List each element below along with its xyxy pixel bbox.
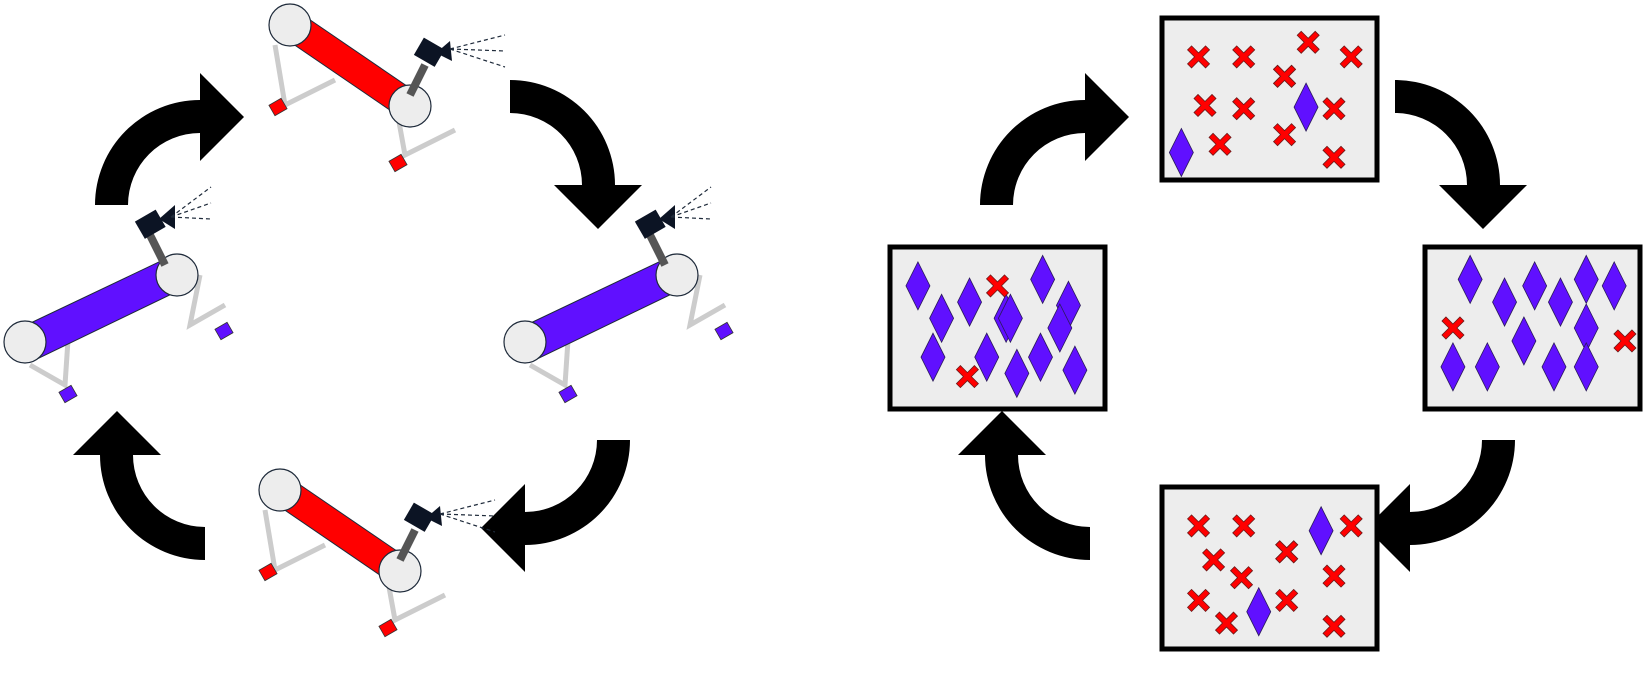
curved-arrow-icon (510, 80, 642, 229)
tripod-tube-device-icon (268, 3, 506, 173)
tripod-tube-device-icon (3, 186, 234, 404)
camera-icon (134, 186, 212, 239)
curved-arrow-icon (1395, 80, 1527, 229)
curved-arrow-icon (481, 440, 630, 572)
marker-panel-right (1422, 244, 1643, 412)
marker-panel-bottom (1159, 484, 1380, 652)
right-cycle (887, 15, 1643, 652)
tripod-tube-device-icon (503, 186, 734, 404)
camera-icon (413, 34, 506, 68)
tripod-tube-device-icon (258, 468, 496, 638)
marker-panel-left (887, 244, 1108, 412)
marker-panel-top (1159, 15, 1380, 183)
curved-arrow-icon (73, 411, 205, 560)
curved-arrow-icon (1366, 440, 1515, 572)
camera-icon (634, 186, 712, 239)
curved-arrow-icon (980, 73, 1129, 205)
curved-arrow-icon (95, 73, 244, 205)
camera-icon (403, 499, 496, 533)
left-cycle (3, 3, 734, 638)
curved-arrow-icon (958, 411, 1090, 560)
